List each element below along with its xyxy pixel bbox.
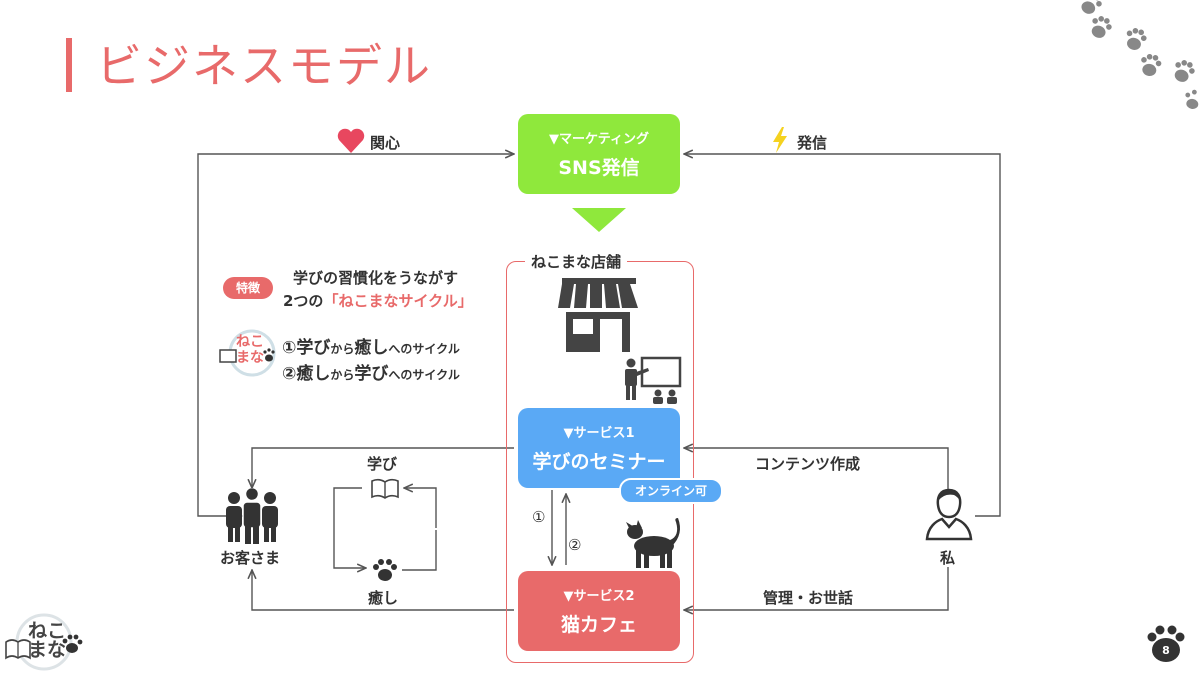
feature-line1: 学びの習慣化をうながす bbox=[293, 267, 458, 288]
logo-small-line2: まな bbox=[236, 350, 264, 366]
management-label: 管理・お世話 bbox=[763, 587, 853, 608]
cycle-2: ②癒しから学びへのサイクル bbox=[282, 359, 460, 384]
healing-label: 癒し bbox=[368, 587, 398, 608]
cafe-box-sub: ▼サービス2 bbox=[518, 585, 680, 604]
broadcast-label: 発信 bbox=[797, 132, 827, 153]
people-icon bbox=[220, 488, 284, 544]
learning-label: 学び bbox=[367, 453, 397, 474]
flow-down-triangle bbox=[572, 208, 626, 232]
logo-small-line1: ねこ bbox=[236, 334, 264, 350]
seminar-box-main: 学びのセミナー bbox=[518, 447, 680, 474]
cycle-1-b: 癒し bbox=[354, 338, 388, 358]
seminar-box: ▼サービス1 学びのセミナー bbox=[518, 408, 680, 488]
feature-badge: 特徴 bbox=[223, 277, 273, 299]
teacher-icon bbox=[622, 356, 684, 406]
cat-icon bbox=[622, 516, 684, 570]
paw-icon bbox=[371, 557, 399, 583]
brand-logo-line2: まな bbox=[28, 639, 66, 661]
content-creation-label: コンテンツ作成 bbox=[755, 453, 860, 474]
interest-label: 関心 bbox=[370, 132, 400, 153]
sns-box-sub: ▼マーケティング bbox=[518, 128, 680, 147]
cycle-2-a: 癒し bbox=[296, 364, 330, 384]
step2-label: ② bbox=[568, 536, 581, 554]
me-label: 私 bbox=[940, 547, 955, 568]
paw-decoration-icon bbox=[1060, 0, 1200, 110]
cycle-arrow-right bbox=[402, 530, 436, 570]
cycle-2-num: ② bbox=[282, 364, 296, 384]
brand-logo-text: ねこまな bbox=[28, 622, 66, 660]
feature-line2: 2つの「ねこまなサイクル」 bbox=[283, 290, 473, 311]
seminar-box-sub: ▼サービス1 bbox=[518, 422, 680, 441]
book-icon bbox=[370, 478, 400, 500]
feature-line2-highlight: 「ねこまなサイクル」 bbox=[323, 292, 472, 310]
feature-line2-prefix: 2つの bbox=[283, 292, 323, 310]
cycle-2-b-part: へのサイクル bbox=[388, 368, 459, 382]
cycle-arrow-top bbox=[404, 488, 436, 528]
page-number: 8 bbox=[1146, 644, 1186, 657]
cafe-box-main: 猫カフェ bbox=[518, 610, 680, 637]
lightning-icon bbox=[770, 126, 790, 154]
step1-label: ① bbox=[532, 508, 545, 526]
brand-logo: ねこまな bbox=[0, 612, 90, 672]
store-label: ねこまな店舗 bbox=[525, 251, 627, 272]
logo-small-text: ねこまな bbox=[236, 334, 264, 366]
cafe-box: ▼サービス2 猫カフェ bbox=[518, 571, 680, 651]
sns-box: ▼マーケティング SNS発信 bbox=[518, 114, 680, 194]
cycle-1-num: ① bbox=[282, 338, 296, 358]
cycle-1-b-part: へのサイクル bbox=[388, 342, 459, 356]
person-icon bbox=[924, 487, 974, 541]
cycle-1-a-part: から bbox=[330, 342, 354, 356]
cycle-2-b: 学び bbox=[354, 364, 388, 384]
heart-icon bbox=[336, 128, 366, 154]
cycle-2-a-part: から bbox=[330, 368, 354, 382]
cycle-arrow-left bbox=[334, 488, 366, 568]
page-title: ビジネスモデル bbox=[96, 30, 432, 96]
cycle-1-a: 学び bbox=[296, 338, 330, 358]
logo-small: ねこまな bbox=[218, 328, 278, 378]
customer-label: お客さま bbox=[220, 547, 280, 568]
title-accent-bar bbox=[66, 38, 72, 92]
cycle-1: ①学びから癒しへのサイクル bbox=[282, 333, 460, 358]
store-icon bbox=[558, 276, 640, 352]
online-tag: オンライン可 bbox=[619, 478, 723, 504]
sns-box-main: SNS発信 bbox=[518, 153, 680, 180]
